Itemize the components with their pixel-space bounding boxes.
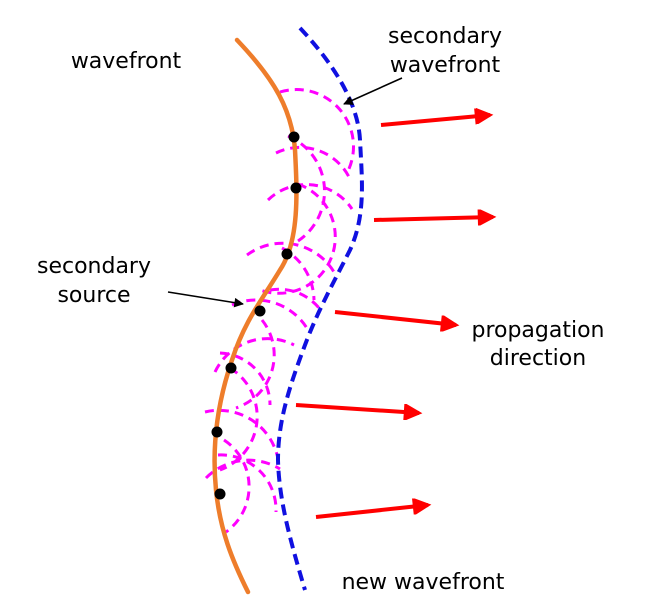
wavelet-arc — [246, 241, 336, 273]
secondary-source-dot — [225, 362, 237, 374]
wavelet-arc — [287, 134, 327, 243]
secondary-sources — [211, 131, 302, 500]
secondary-source-dot — [254, 305, 266, 317]
secondary-source-dot — [288, 131, 300, 143]
wavelet-arc — [269, 287, 324, 313]
secondary-source-dot — [211, 426, 223, 438]
wavelet-arc — [266, 183, 354, 210]
new-wavefront-curve — [275, 26, 364, 591]
secondary-wavefront-pointer — [343, 77, 403, 105]
wavelet-arc — [204, 408, 280, 460]
wavelet-arc — [279, 88, 356, 172]
wavelet-arc — [217, 453, 278, 513]
propagation-arrow — [315, 505, 428, 519]
new-wavefront-label: new wavefront — [342, 570, 505, 595]
propagation-arrow — [380, 115, 490, 127]
wavelet-arc — [275, 145, 351, 178]
propagation-arrow — [334, 310, 456, 325]
wavelet-arc — [231, 298, 310, 331]
propagation-arrow — [373, 217, 493, 220]
secondary-wavefront-label-line1: secondary — [388, 24, 502, 49]
propagation-direction-label-line1: propagation — [471, 318, 604, 343]
secondary-source-dot — [290, 182, 302, 194]
wavelet-arc — [259, 182, 337, 295]
secondary-source-label-line2: source — [57, 283, 130, 308]
propagation-arrow — [295, 403, 419, 413]
wavefront-label: wavefront — [71, 49, 182, 74]
secondary-source-dot — [281, 248, 293, 260]
wavelet-arc — [213, 337, 295, 373]
secondary-wavelets — [204, 88, 356, 534]
wavelet-arc — [235, 319, 276, 410]
secondary-wavefront-label-line2: wavefront — [390, 53, 501, 78]
wavelet-arc — [223, 438, 251, 534]
propagation-arrows — [295, 115, 493, 519]
secondary-source-label-line1: secondary — [37, 254, 151, 279]
secondary-source-pointer — [167, 291, 244, 308]
propagation-direction-label-line2: direction — [490, 346, 586, 371]
secondary-source-dot — [214, 488, 226, 500]
